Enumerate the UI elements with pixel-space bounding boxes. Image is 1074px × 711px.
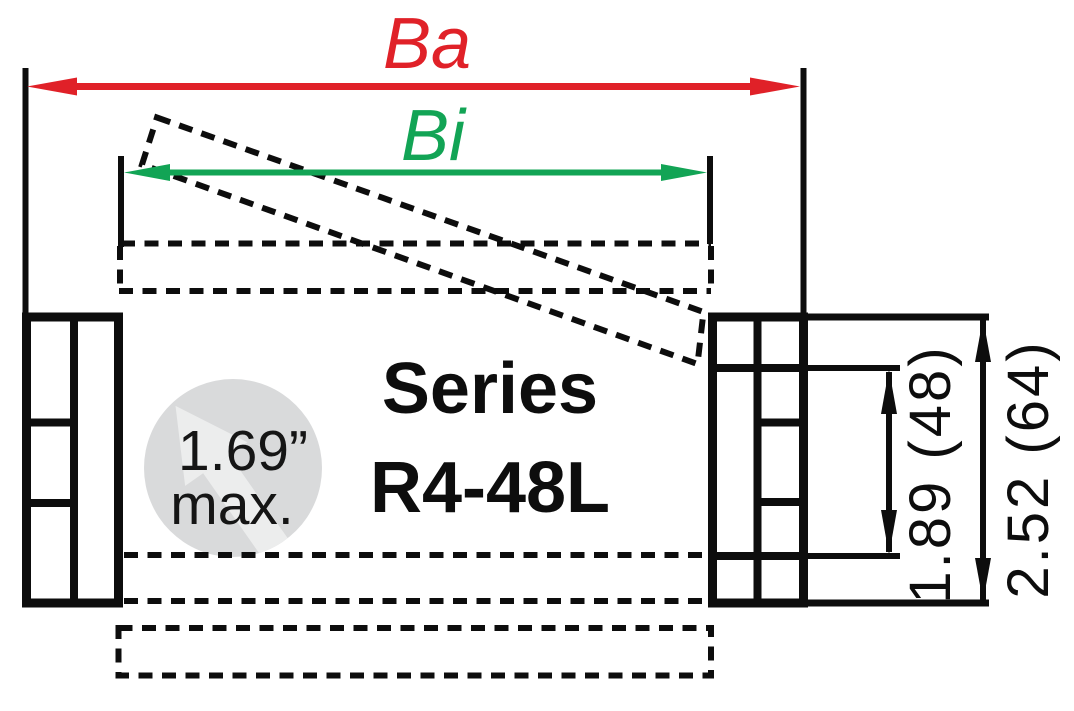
badge-watermark-arrow-icon xyxy=(175,405,290,557)
badge-value: 1.69” xyxy=(178,419,308,483)
bi-arrowhead-left-icon xyxy=(124,164,170,181)
chain-upper-band-outline xyxy=(117,240,714,294)
max-bend-badge: 1.69” max. xyxy=(144,379,322,557)
outer-height-label: 2.52 (64) xyxy=(996,339,1061,598)
right-mounting-bracket xyxy=(708,312,808,608)
bi-label: Bi xyxy=(401,96,467,176)
outer-height-arrowhead-down-icon xyxy=(975,558,991,602)
lower-band2-outline xyxy=(115,625,714,679)
left-mounting-bracket xyxy=(22,312,123,608)
ba-arrowhead-right-icon xyxy=(750,77,800,96)
bi-arrowhead-right-icon xyxy=(661,164,707,181)
outer-width-dimension: Ba xyxy=(22,4,807,314)
inner-width-dimension: Bi xyxy=(118,96,713,247)
outer-height-arrowhead-up-icon xyxy=(975,318,991,362)
pivoted-link-outline xyxy=(138,113,707,369)
chain-lower-band-outline xyxy=(115,552,714,679)
ba-label: Ba xyxy=(383,4,471,84)
series-title: Series R4-48L xyxy=(370,349,610,528)
inner-height-label: 1.89 (48) xyxy=(898,344,963,603)
inner-height-arrowhead-up-icon xyxy=(881,369,897,414)
outer-height-dimension: 2.52 (64) xyxy=(800,313,1061,607)
badge-qualifier: max. xyxy=(170,473,294,537)
series-model: R4-48L xyxy=(370,448,610,528)
series-word: Series xyxy=(382,349,598,429)
ba-arrowhead-left-icon xyxy=(27,77,77,96)
inner-height-dimension: 1.89 (48) xyxy=(806,344,963,604)
inner-height-arrowhead-down-icon xyxy=(881,510,897,555)
